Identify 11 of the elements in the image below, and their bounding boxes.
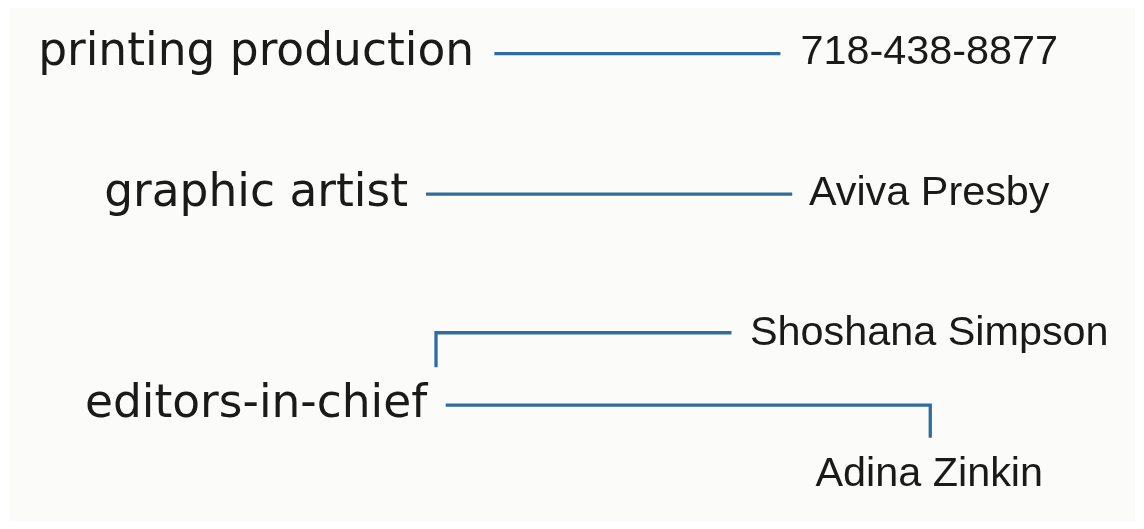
node-text: Adina Zinkin (814, 448, 1043, 495)
connector (433, 331, 731, 368)
connector (445, 403, 932, 438)
node-text: Aviva Presby (808, 167, 1050, 214)
connector (493, 51, 780, 56)
node-text: printing production (37, 23, 474, 77)
node-text: 718-438-8877 (799, 26, 1058, 73)
node-text: Shoshana Simpson (749, 308, 1109, 355)
node-text: editors-in-chief (84, 374, 427, 428)
node-text: graphic artist (103, 163, 408, 217)
connector (425, 192, 792, 196)
